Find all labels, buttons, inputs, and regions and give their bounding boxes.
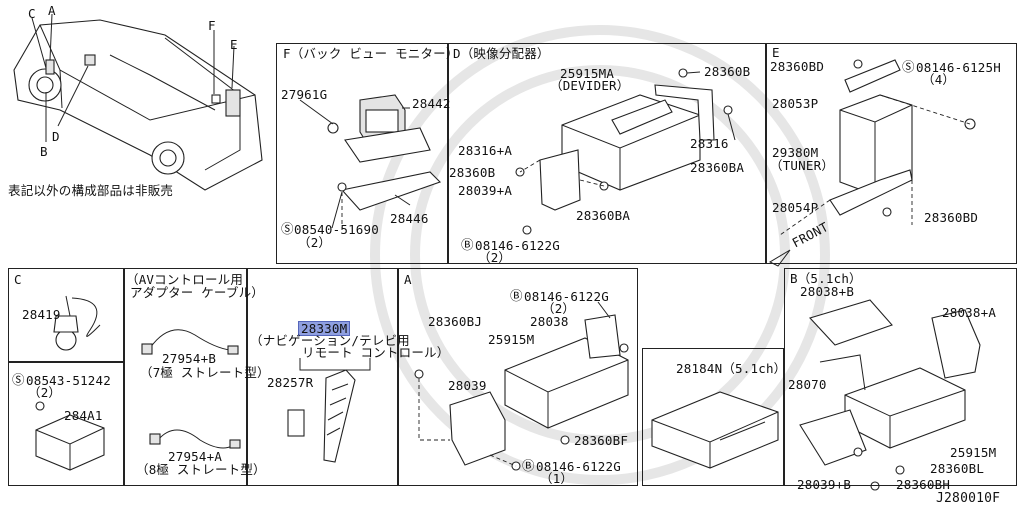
- frame-a: [398, 268, 638, 486]
- frame-d: [448, 43, 766, 264]
- callout-a: A: [48, 3, 56, 18]
- d-part-28360b-left: 28360B: [449, 165, 496, 180]
- c-title: C: [14, 272, 22, 287]
- b-part-28038b: 28038+B: [800, 284, 855, 299]
- d-bolt-symbol: Ⓑ: [461, 237, 474, 252]
- b-part-28360bh: 28360BH: [896, 477, 951, 492]
- frame-c2: [8, 362, 124, 486]
- remote-artwork: [287, 358, 371, 463]
- f-screw-code: 08540-51690: [294, 222, 379, 237]
- f-part-28442: 28442: [412, 96, 451, 111]
- frame-n: [642, 348, 784, 486]
- frame-e: [766, 43, 1017, 264]
- a-part-28360bj: 28360BJ: [428, 314, 483, 329]
- av-cable-artwork: [141, 329, 241, 449]
- c2-screw-symbol: Ⓢ: [12, 372, 25, 387]
- e-part-28360bd-top: 28360BD: [770, 59, 825, 74]
- f-screw-qty: （2）: [298, 235, 332, 250]
- frame-c: [8, 268, 124, 362]
- f-part-27961g: 27961G: [281, 87, 328, 102]
- frame-remote: [247, 268, 398, 486]
- d-title: D（映像分配器）: [453, 46, 550, 61]
- b-section-artwork: [799, 299, 981, 491]
- watermark-emblem: [370, 25, 830, 485]
- n-part-28184n: 28184N（5.1ch）: [676, 361, 787, 376]
- f-section-artwork: [299, 94, 442, 230]
- b-part-25915m: 25915M: [950, 445, 997, 460]
- e-part-28053p: 28053P: [772, 96, 819, 111]
- a-section-artwork: [414, 301, 629, 471]
- b-part-28039b: 28039+B: [797, 477, 852, 492]
- b-part-28038a: 28038+A: [942, 305, 997, 320]
- callout-e: E: [230, 37, 238, 52]
- callout-c: C: [28, 6, 36, 21]
- frame-av: [124, 268, 247, 486]
- remote-part-no-highlight[interactable]: 28330M: [298, 321, 351, 336]
- d-part-28360ba-bottom: 28360BA: [576, 208, 631, 223]
- n-section-artwork: [651, 391, 779, 469]
- c-part-28419: 28419: [22, 307, 61, 322]
- d-part-28360ba-right: 28360BA: [690, 160, 745, 175]
- av-cable1-part: 27954+B: [162, 351, 217, 366]
- callout-d: D: [52, 129, 60, 144]
- c-section-artwork: [35, 295, 105, 471]
- c2-screw-code: 08543-51242: [26, 373, 111, 388]
- f-part-28446: 28446: [390, 211, 429, 226]
- remote-note-line2: リモート コントロール）: [302, 345, 450, 360]
- f-title: F（バック ビュー モニター）: [283, 46, 459, 61]
- c2-screw-qty: （2）: [28, 385, 62, 400]
- e-title: E: [772, 45, 780, 60]
- a-part-28360bf: 28360BF: [574, 433, 629, 448]
- d-part-28316: 28316: [690, 136, 729, 151]
- frame-b: [784, 268, 1017, 486]
- e-bolt-code: 08146-6125H: [916, 60, 1001, 75]
- a-bolt-bottom-symbol: Ⓑ: [522, 458, 535, 473]
- d-bolt-qty: （2）: [478, 250, 512, 265]
- e-tuner-name: （TUNER）: [770, 158, 835, 173]
- av-cable2-part: 27954+A: [168, 449, 223, 464]
- b-part-28070: 28070: [788, 377, 827, 392]
- a-bolt-top-symbol: Ⓑ: [510, 288, 523, 303]
- c2-part-284a1: 284A1: [64, 408, 103, 423]
- d-device-no: 25915MA: [560, 66, 615, 81]
- a-part-28038: 28038: [530, 314, 569, 329]
- a-bolt-top-code: 08146-6122G: [524, 289, 609, 304]
- d-part-28039a: 28039+A: [458, 183, 513, 198]
- vehicle-drawing: [13, 13, 263, 191]
- a-bolt-bottom-code: 08146-6122G: [536, 459, 621, 474]
- a-part-25915m: 25915M: [488, 332, 535, 347]
- d-bolt-code: 08146-6122G: [475, 238, 560, 253]
- remote-note-line1: （ナビゲーション/テレビ用: [250, 333, 410, 348]
- callout-f: F: [208, 18, 216, 33]
- av-title-line1: （AVコントロール用: [126, 272, 244, 287]
- a-bolt-bottom-qty: （1）: [540, 471, 574, 486]
- e-part-28054p: 28054P: [772, 200, 819, 215]
- d-part-28316a: 28316+A: [458, 143, 513, 158]
- e-section-artwork: [768, 59, 976, 267]
- a-part-28039: 28039: [448, 378, 487, 393]
- frame-f: [276, 43, 448, 264]
- callout-b: B: [40, 144, 48, 159]
- note-not-sold: 表記以外の構成部品は非販売: [8, 183, 174, 198]
- d-part-28360b-top: 28360B: [704, 64, 751, 79]
- av-cable1-note: （7極 ストレート型）: [140, 365, 270, 380]
- av-title-line2: アダプター ケーブル）: [130, 285, 264, 300]
- e-part-28360bd-bottom: 28360BD: [924, 210, 979, 225]
- a-bolt-top-qty: （2）: [542, 301, 576, 316]
- e-bolt-qty: （4）: [922, 72, 956, 87]
- d-section-artwork: [515, 68, 736, 235]
- d-device-name: （DEVIDER）: [550, 78, 630, 93]
- av-cable2-note: （8極 ストレート型）: [136, 462, 266, 477]
- remote-part-28257r: 28257R: [267, 375, 314, 390]
- b-part-28360bl: 28360BL: [930, 461, 985, 476]
- a-title: A: [404, 272, 412, 287]
- diagram-code: J280010F: [936, 491, 1001, 506]
- e-tuner-no: 29380M: [772, 145, 819, 160]
- f-screw-symbol: Ⓢ: [281, 221, 294, 236]
- e-bolt-symbol: Ⓢ: [902, 59, 915, 74]
- b-title: B（5.1ch）: [790, 271, 862, 286]
